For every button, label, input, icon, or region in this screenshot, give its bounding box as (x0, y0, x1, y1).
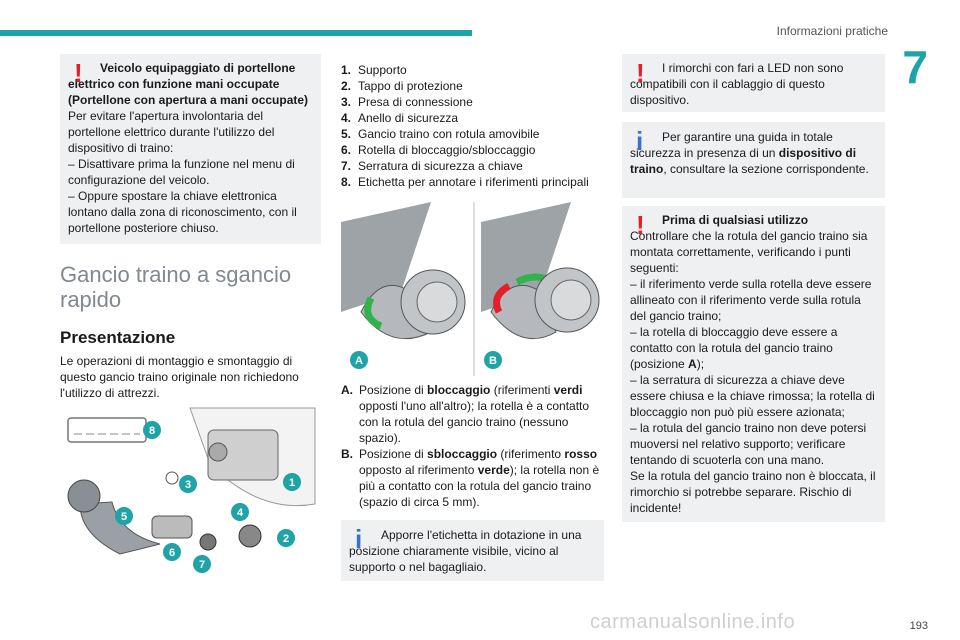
list-item: 4.Anello di sicurezza (341, 111, 459, 125)
position-b-drawing: B (481, 202, 600, 369)
list-item: 6.Rotella di bloccaggio/sbloccaggio (341, 143, 536, 157)
warning-box-tailgate: ! Veicolo equipaggiato di portellone ele… (60, 54, 321, 244)
subsection-title: Presentazione (60, 328, 176, 347)
warning-title: Prima di qualsiasi utilizzo (662, 213, 809, 227)
list-item: 7.Serratura di sicurezza a chiave (341, 159, 523, 173)
warning-title: Veicolo equipaggiato di portellone elett… (68, 61, 309, 107)
section-title: Gancio traino a sgancio rapido (60, 262, 292, 312)
section-header: Informazioni pratiche (776, 24, 888, 38)
exclamation-icon: ! (74, 58, 83, 88)
info-icon: i (636, 126, 644, 156)
warning-item: – la rotella di bloccaggio deve essere a… (630, 325, 838, 371)
chapter-number: 7 (902, 41, 928, 93)
warning-box-before-use: ! Prima di qualsiasi utilizzo Controllar… (622, 206, 885, 522)
warning-text: Se la rotula del gancio traino non è blo… (630, 469, 876, 515)
exclamation-icon: ! (636, 58, 645, 88)
warning-text: Controllare che la rotula del gancio tra… (630, 229, 868, 275)
info-text: Apporre l'etichetta in dotazione in una … (349, 528, 582, 574)
info-icon: i (355, 524, 363, 554)
list-item: A. Posizione di bloccaggio (riferimenti … (341, 383, 590, 445)
positions-list: A. Posizione di bloccaggio (riferimenti … (341, 382, 606, 510)
exclamation-icon: ! (636, 210, 645, 240)
warning-item: – il riferimento verde sulla rotella dev… (630, 277, 872, 323)
header-accent-bar (0, 30, 472, 36)
callout-5: 5 (121, 511, 127, 523)
warning-item: – la serratura di sicurezza a chiave dev… (630, 373, 875, 419)
position-a-drawing: A (341, 202, 466, 369)
list-item: B. Posizione di sbloccaggio (riferimento… (341, 447, 600, 509)
list-item: 5.Gancio traino con rotula amovibile (341, 127, 540, 141)
label-a: A (355, 355, 363, 367)
towbar-kit-drawing: 8 3 1 5 4 2 6 7 (67, 407, 316, 573)
parts-list: 1.Supporto 2.Tappo di protezione 3.Presa… (341, 62, 611, 190)
info-box-towing: i Per garantire una guida in totale sicu… (622, 122, 885, 198)
warning-item: – Disattivare prima la funzione nel menu… (68, 157, 295, 187)
callout-6: 6 (169, 547, 175, 559)
warning-item: – Oppure spostare la chiave elettronica … (68, 189, 297, 235)
callout-2: 2 (283, 533, 289, 545)
page-number: 193 (909, 620, 928, 632)
watermark: carmanualsonline.info (590, 611, 796, 633)
list-item: 3.Presa di connessione (341, 95, 473, 109)
warning-text: I rimorchi con fari a LED non sono compa… (630, 61, 844, 107)
callout-1: 1 (289, 477, 295, 489)
locking-positions-drawing: A B (341, 202, 600, 376)
warning-item: – la rotula del gancio traino non deve p… (630, 421, 867, 467)
presentation-text: Le operazioni di montaggio e smontaggio … (60, 354, 299, 400)
warning-box-led: ! I rimorchi con fari a LED non sono com… (622, 54, 885, 112)
callout-4: 4 (237, 507, 244, 519)
warning-body: Per evitare l'apertura involontaria del … (68, 109, 275, 155)
list-item: 2.Tappo di protezione (341, 79, 463, 93)
list-item: 1.Supporto (341, 63, 407, 77)
locking-wheel-illustration: A B (341, 202, 607, 376)
list-item: 8.Etichetta per annotare i riferimenti p… (341, 175, 589, 189)
label-b: B (489, 355, 497, 367)
info-text: Per garantire una guida in totale sicure… (630, 130, 869, 176)
info-box-label: i Apporre l'etichetta in dotazione in un… (341, 520, 604, 581)
callout-7: 7 (199, 559, 205, 571)
callout-8: 8 (149, 425, 155, 437)
towbar-kit-illustration: 8 3 1 5 4 2 6 7 (60, 404, 320, 576)
callout-3: 3 (185, 479, 191, 491)
